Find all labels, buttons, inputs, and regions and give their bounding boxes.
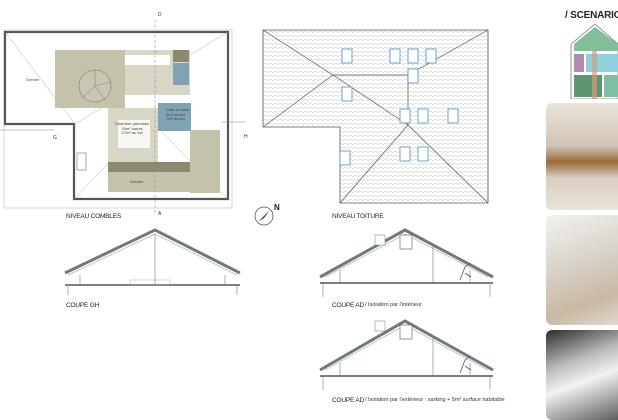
section-ad-interior-drawing [319, 228, 494, 297]
section-ad-interior-title: COUPE AD [332, 302, 364, 309]
photo-skylight-bathroom [546, 215, 618, 325]
room-label-grenier: Grenier [26, 77, 40, 82]
north-compass-icon [254, 206, 274, 226]
scenario-house-diagram [570, 24, 618, 99]
section-ad-exterior-title: COUPE AD [332, 397, 364, 404]
photo-skylight-bedroom [546, 330, 618, 420]
attic-floor-plan [0, 20, 246, 215]
plan-title-toiture: NIVEAU TOITURE [332, 213, 384, 220]
section-ad-interior-note: / Isolation par l'intérieur [365, 302, 422, 308]
photo-skylight-desk [546, 103, 618, 210]
section-gh-title: COUPE GH [66, 302, 100, 309]
section-gh-drawing [64, 228, 241, 295]
plan-title-combles: NIVEAU COMBLES [66, 213, 121, 220]
section-mark-d: D [158, 12, 162, 18]
section-ad-exterior-note: / Isolation par l'extérieur : sarking + … [365, 397, 505, 403]
room-label-grenier-bottom: Grenier [130, 179, 144, 184]
section-ad-exterior-drawing [319, 319, 494, 390]
roof-plan [262, 29, 489, 204]
north-label: N [274, 203, 280, 212]
scenario-title: / SCENARIO 2 [565, 10, 618, 21]
section-mark-a: A [158, 211, 162, 217]
section-mark-h: H [244, 134, 248, 140]
section-mark-g: G [53, 135, 57, 141]
